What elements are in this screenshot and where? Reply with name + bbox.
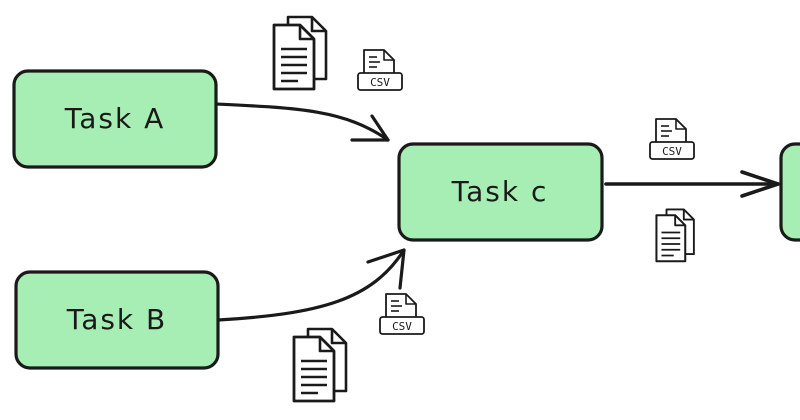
documents-icon xyxy=(292,327,348,403)
csv-file-icon: CSV xyxy=(379,293,425,335)
next-task-node-partial[interactable] xyxy=(779,142,800,242)
task-c-label: Task c xyxy=(451,175,549,208)
csv-file-icon: CSV xyxy=(649,118,695,160)
csv-label: CSV xyxy=(662,145,682,158)
task-c-node[interactable]: Task c xyxy=(397,142,604,242)
arrow-task-b-to-c xyxy=(216,248,406,322)
arrow-task-c-to-next xyxy=(604,170,780,198)
task-a-label: Task A xyxy=(64,102,165,135)
arrow-task-a-to-c xyxy=(214,102,390,142)
csv-label: CSV xyxy=(370,76,390,89)
csv-file-icon: CSV xyxy=(357,49,403,91)
task-b-label: Task B xyxy=(66,303,168,336)
documents-icon xyxy=(655,208,695,263)
csv-label: CSV xyxy=(392,320,412,333)
documents-icon xyxy=(272,15,328,91)
task-b-node[interactable]: Task B xyxy=(14,270,220,370)
task-a-node[interactable]: Task A xyxy=(12,69,218,169)
